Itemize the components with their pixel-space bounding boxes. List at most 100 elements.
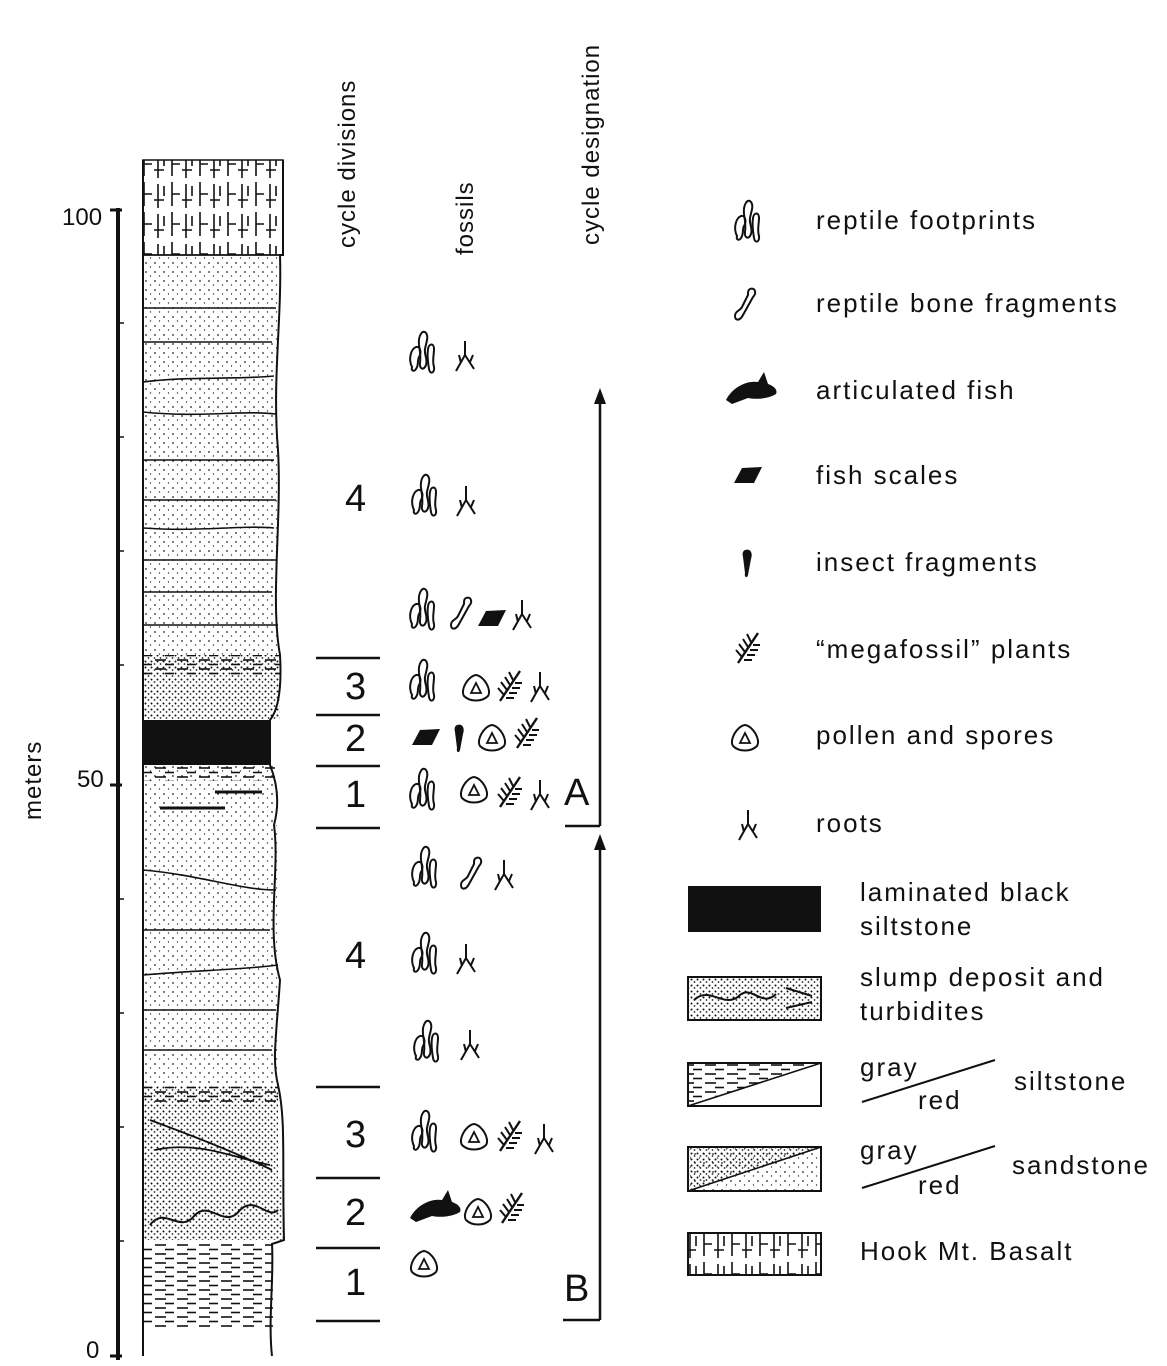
- header-fossils: fossils: [452, 181, 480, 255]
- basalt-swatch: [688, 1233, 821, 1275]
- legend-label: siltstone: [1014, 1066, 1127, 1097]
- fossil-row: [412, 847, 513, 890]
- legend-label: sandstone: [1012, 1150, 1150, 1181]
- legend-label: red: [918, 1170, 962, 1201]
- cycle-division-number: 2: [345, 718, 366, 761]
- roots-icon: [461, 1030, 479, 1060]
- roots-icon: [457, 944, 475, 974]
- megafossil-plants-icon: [498, 671, 522, 701]
- roots-icon: [457, 486, 475, 516]
- insect-fragments-icon: [743, 550, 752, 578]
- cycle-division-number: 1: [345, 774, 366, 817]
- legend-lithology-swatches: [688, 886, 995, 1275]
- legend-label: reptile bone fragments: [816, 288, 1119, 319]
- fossil-row: [412, 933, 475, 974]
- articulated-fish-icon: [726, 372, 777, 404]
- reptile-footprints-icon: [412, 933, 436, 974]
- fossil-row: [412, 718, 539, 752]
- legend-label: red: [918, 1085, 962, 1116]
- cycle-division-number: 4: [345, 478, 366, 521]
- reptile-footprints-icon: [414, 1021, 438, 1062]
- cycle-division-number: 1: [345, 1262, 366, 1305]
- axis-tick-label-mid: 50: [77, 766, 104, 794]
- header-cycle-designation: cycle designation: [578, 44, 606, 245]
- slump-swatch: [688, 977, 821, 1020]
- reptile-bone-fragments-icon: [735, 289, 755, 320]
- axis-tick-label-top: 100: [62, 204, 102, 232]
- pollen-and-spores-icon: [732, 725, 758, 751]
- legend-label: laminated black: [860, 877, 1071, 908]
- legend-label: reptile footprints: [816, 205, 1037, 236]
- fossil-row: [410, 660, 549, 702]
- pollen-and-spores-icon: [461, 1124, 487, 1150]
- fossil-row: [414, 1021, 479, 1062]
- fish-scales-icon: [734, 467, 762, 483]
- reptile-bone-fragments-icon: [461, 858, 481, 889]
- cycle-division-number: 2: [345, 1192, 366, 1235]
- legend-label: articulated fish: [816, 375, 1016, 406]
- cycle-designation-label: A: [564, 772, 589, 815]
- pollen-and-spores-icon: [461, 777, 487, 803]
- header-cycle-divisions: cycle divisions: [334, 80, 362, 248]
- cycle-division-number: 4: [345, 935, 366, 978]
- legend-fossil-icons: [726, 201, 777, 840]
- reptile-footprints-icon: [410, 332, 434, 373]
- fossil-row: [410, 1190, 524, 1225]
- roots-icon: [531, 780, 549, 810]
- roots-icon: [531, 672, 549, 702]
- cycle-arrow-a: [565, 388, 606, 826]
- reptile-footprints-icon: [412, 475, 436, 516]
- megafossil-plants-icon: [498, 1121, 522, 1151]
- roots-icon: [495, 860, 513, 890]
- legend-label: fish scales: [816, 460, 959, 491]
- fossil-row: [410, 332, 474, 373]
- megafossil-plants-icon: [736, 633, 760, 663]
- sandstone-swatch: [688, 1147, 821, 1191]
- pollen-and-spores-icon: [479, 725, 505, 751]
- legend-label: slump deposit and: [860, 962, 1105, 993]
- meters-axis: [110, 208, 124, 1360]
- siltstone-swatch: [688, 1063, 821, 1106]
- black-siltstone-swatch: [688, 886, 821, 932]
- insect-fragments-icon: [455, 725, 464, 753]
- legend-label: gray: [860, 1135, 919, 1166]
- roots-icon: [535, 1124, 553, 1154]
- pollen-and-spores-icon: [411, 1251, 437, 1277]
- fossil-row: [411, 1251, 437, 1277]
- megafossil-plants-icon: [498, 777, 522, 807]
- legend-label: roots: [816, 808, 884, 839]
- legend-label: Hook Mt. Basalt: [860, 1236, 1074, 1267]
- cycle-arrow-b: [563, 834, 606, 1320]
- reptile-bone-fragments-icon: [451, 598, 471, 629]
- reptile-footprints-icon: [412, 847, 436, 888]
- reptile-footprints-icon: [735, 201, 759, 242]
- cycle-division-number: 3: [345, 666, 366, 709]
- fossil-row: [412, 475, 475, 516]
- fossil-row: [410, 769, 549, 810]
- axis-title: meters: [20, 741, 48, 820]
- fossil-row: [412, 1111, 553, 1154]
- axis-tick-label-bottom: 0: [86, 1337, 99, 1365]
- roots-icon: [739, 810, 757, 840]
- megafossil-plants-icon: [500, 1193, 524, 1223]
- roots-icon: [513, 600, 531, 630]
- pollen-and-spores-icon: [463, 675, 489, 701]
- reptile-footprints-icon: [410, 660, 434, 701]
- pollen-and-spores-icon: [465, 1199, 491, 1225]
- legend-label: pollen and spores: [816, 720, 1055, 751]
- megafossil-plants-icon: [515, 718, 539, 748]
- stratigraphic-column: [143, 160, 284, 1356]
- articulated-fish-icon: [410, 1190, 461, 1222]
- fish-scales-icon: [412, 729, 440, 745]
- roots-icon: [456, 341, 474, 371]
- cycle-division-number: 3: [345, 1114, 366, 1157]
- reptile-footprints-icon: [410, 769, 434, 810]
- legend-label: insect fragments: [816, 547, 1039, 578]
- reptile-footprints-icon: [412, 1111, 436, 1152]
- fossil-row: [410, 589, 531, 630]
- fish-scales-icon: [478, 610, 506, 626]
- cycle-designation-label: B: [564, 1268, 589, 1311]
- legend-label: siltstone: [860, 911, 973, 942]
- legend-label: gray: [860, 1052, 919, 1083]
- legend-label: turbidites: [860, 996, 986, 1027]
